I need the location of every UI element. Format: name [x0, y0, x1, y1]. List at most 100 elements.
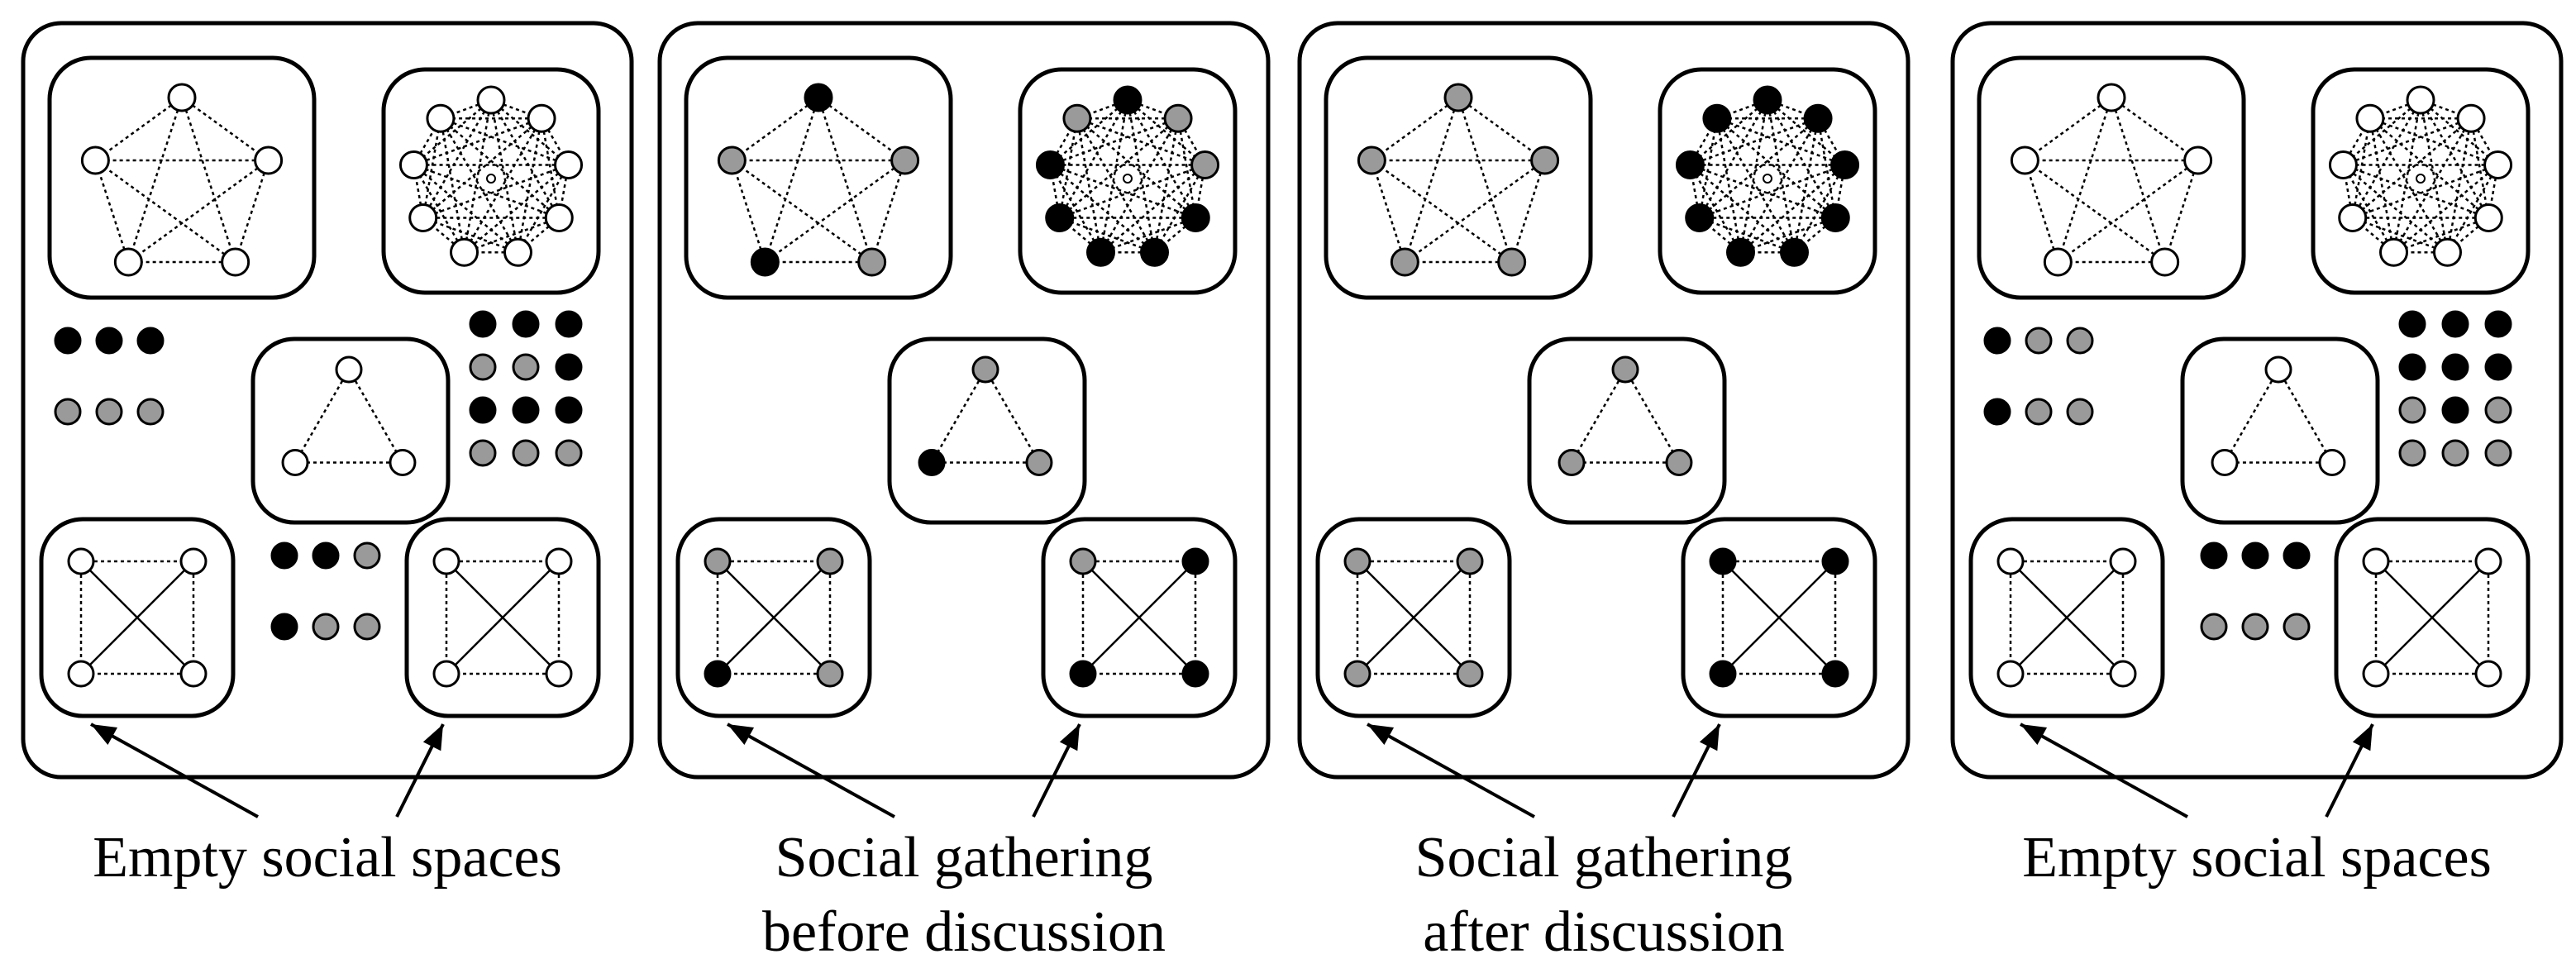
node — [426, 103, 456, 133]
free-individual — [1983, 398, 2011, 426]
free-individual — [2441, 310, 2469, 338]
graph-center — [1123, 174, 1133, 184]
graph-edge — [2024, 96, 2112, 162]
node — [750, 247, 780, 277]
free-individual — [353, 541, 381, 570]
graph-edge — [440, 117, 569, 166]
free-individual — [2241, 613, 2269, 641]
room-square-left — [675, 517, 872, 718]
graph-edge — [1058, 99, 1129, 219]
free-individual — [2066, 327, 2094, 355]
graph-edge — [1371, 96, 1459, 162]
graph-edge — [1716, 117, 1845, 166]
graph-center — [1763, 174, 1772, 184]
graph-edge — [2368, 118, 2395, 253]
free-individual — [2025, 327, 2053, 355]
arrow-shaft — [1367, 723, 1535, 818]
node — [179, 660, 208, 688]
graph-edge — [2375, 561, 2489, 675]
pointer-arrow — [2020, 723, 2188, 818]
free-individual — [469, 439, 497, 467]
graph-edge — [2343, 117, 2472, 166]
node — [1803, 103, 1833, 133]
free-individual — [2398, 310, 2426, 338]
node — [890, 146, 920, 175]
graph-edge — [1699, 164, 1845, 219]
node — [2432, 237, 2462, 267]
pointer-arrow — [395, 723, 445, 818]
free-individual — [2484, 353, 2512, 381]
free-individual — [2484, 439, 2512, 467]
room-pentagon — [47, 55, 317, 300]
arrow-shaft — [2020, 723, 2188, 818]
free-individuals-left — [1983, 327, 2094, 426]
graph-edge — [463, 164, 570, 254]
graph-edge — [2392, 164, 2499, 254]
node — [1456, 660, 1484, 688]
node — [704, 547, 732, 575]
free-individual — [136, 327, 165, 355]
graph-edge — [2446, 118, 2473, 253]
graph-edge — [1793, 118, 1820, 253]
room-square-right — [1041, 517, 1238, 718]
graph-edge — [489, 99, 519, 253]
graph-edge — [1100, 117, 1180, 253]
graph-edge — [1457, 97, 1513, 263]
panel-caption: Social gathering — [1415, 826, 1793, 890]
node — [2362, 660, 2390, 688]
room-nonagon — [381, 67, 601, 295]
node — [432, 547, 460, 575]
node — [1456, 547, 1484, 575]
graph-edge — [817, 97, 873, 263]
node — [2406, 85, 2435, 115]
graph-edge — [2392, 99, 2422, 253]
graph-edge — [439, 118, 465, 253]
node — [113, 247, 143, 277]
node — [221, 247, 250, 277]
graph-edge — [94, 160, 130, 263]
free-individuals-right — [2398, 310, 2512, 467]
node — [1062, 103, 1092, 133]
graph-edge — [1058, 117, 1179, 219]
graph-edge — [2351, 99, 2422, 219]
graph-edge — [489, 99, 561, 219]
graph-edge — [1404, 159, 1546, 264]
graph-center — [2416, 174, 2426, 184]
pointer-arrow — [1367, 723, 1535, 818]
graph-edge — [1716, 117, 1837, 219]
graph-edge — [1722, 561, 1836, 675]
free-individual — [2398, 396, 2426, 424]
room-square-right — [404, 517, 601, 718]
node — [971, 355, 999, 384]
node — [179, 547, 208, 575]
graph-edge — [1510, 160, 1546, 263]
graph-edge — [1049, 164, 1156, 254]
free-individual — [555, 353, 583, 381]
node — [1190, 150, 1220, 180]
graph-edge — [2057, 97, 2113, 263]
free-individual — [2484, 310, 2512, 338]
room-square-left — [1968, 517, 2165, 718]
graph-edge — [1698, 99, 1769, 219]
node — [80, 146, 110, 175]
graph-edge — [2369, 117, 2490, 219]
free-individual — [469, 396, 497, 424]
node — [1530, 146, 1560, 175]
room-pentagon — [1977, 55, 2246, 300]
arrow-head — [727, 724, 755, 746]
panel-caption: Empty social spaces — [2022, 826, 2492, 890]
graph-edge — [2369, 117, 2498, 166]
free-individual — [270, 613, 298, 641]
graph-edge — [1371, 160, 1406, 263]
node — [67, 547, 95, 575]
graph-edge — [2024, 159, 2166, 264]
node — [545, 547, 573, 575]
room-square-left — [1315, 517, 1512, 718]
node — [2183, 146, 2213, 175]
graph-edge — [871, 160, 906, 263]
free-individual — [312, 613, 340, 641]
free-individual — [95, 327, 123, 355]
graph-edge — [422, 99, 493, 219]
room-nonagon — [1018, 67, 1238, 295]
